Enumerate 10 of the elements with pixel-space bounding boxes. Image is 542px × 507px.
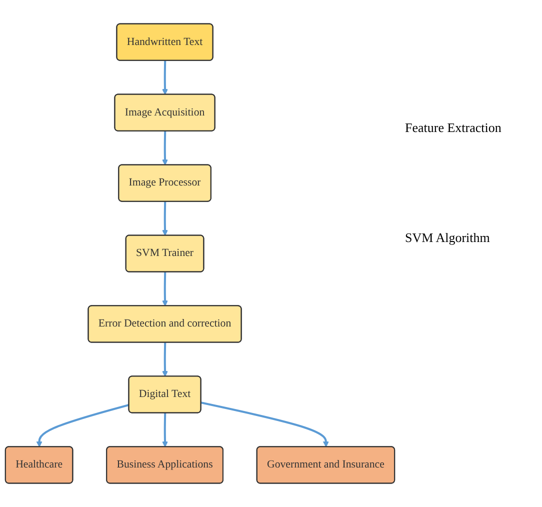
arrow — [162, 202, 168, 236]
arrow — [162, 342, 168, 377]
arrow — [162, 60, 168, 95]
arrow — [162, 272, 168, 306]
note-text: SVM Algorithm — [405, 230, 490, 246]
arrow — [162, 413, 168, 448]
arrow — [162, 131, 168, 166]
note-text: Feature Extraction — [405, 120, 502, 136]
arrow — [36, 404, 130, 448]
arrow — [200, 402, 329, 448]
